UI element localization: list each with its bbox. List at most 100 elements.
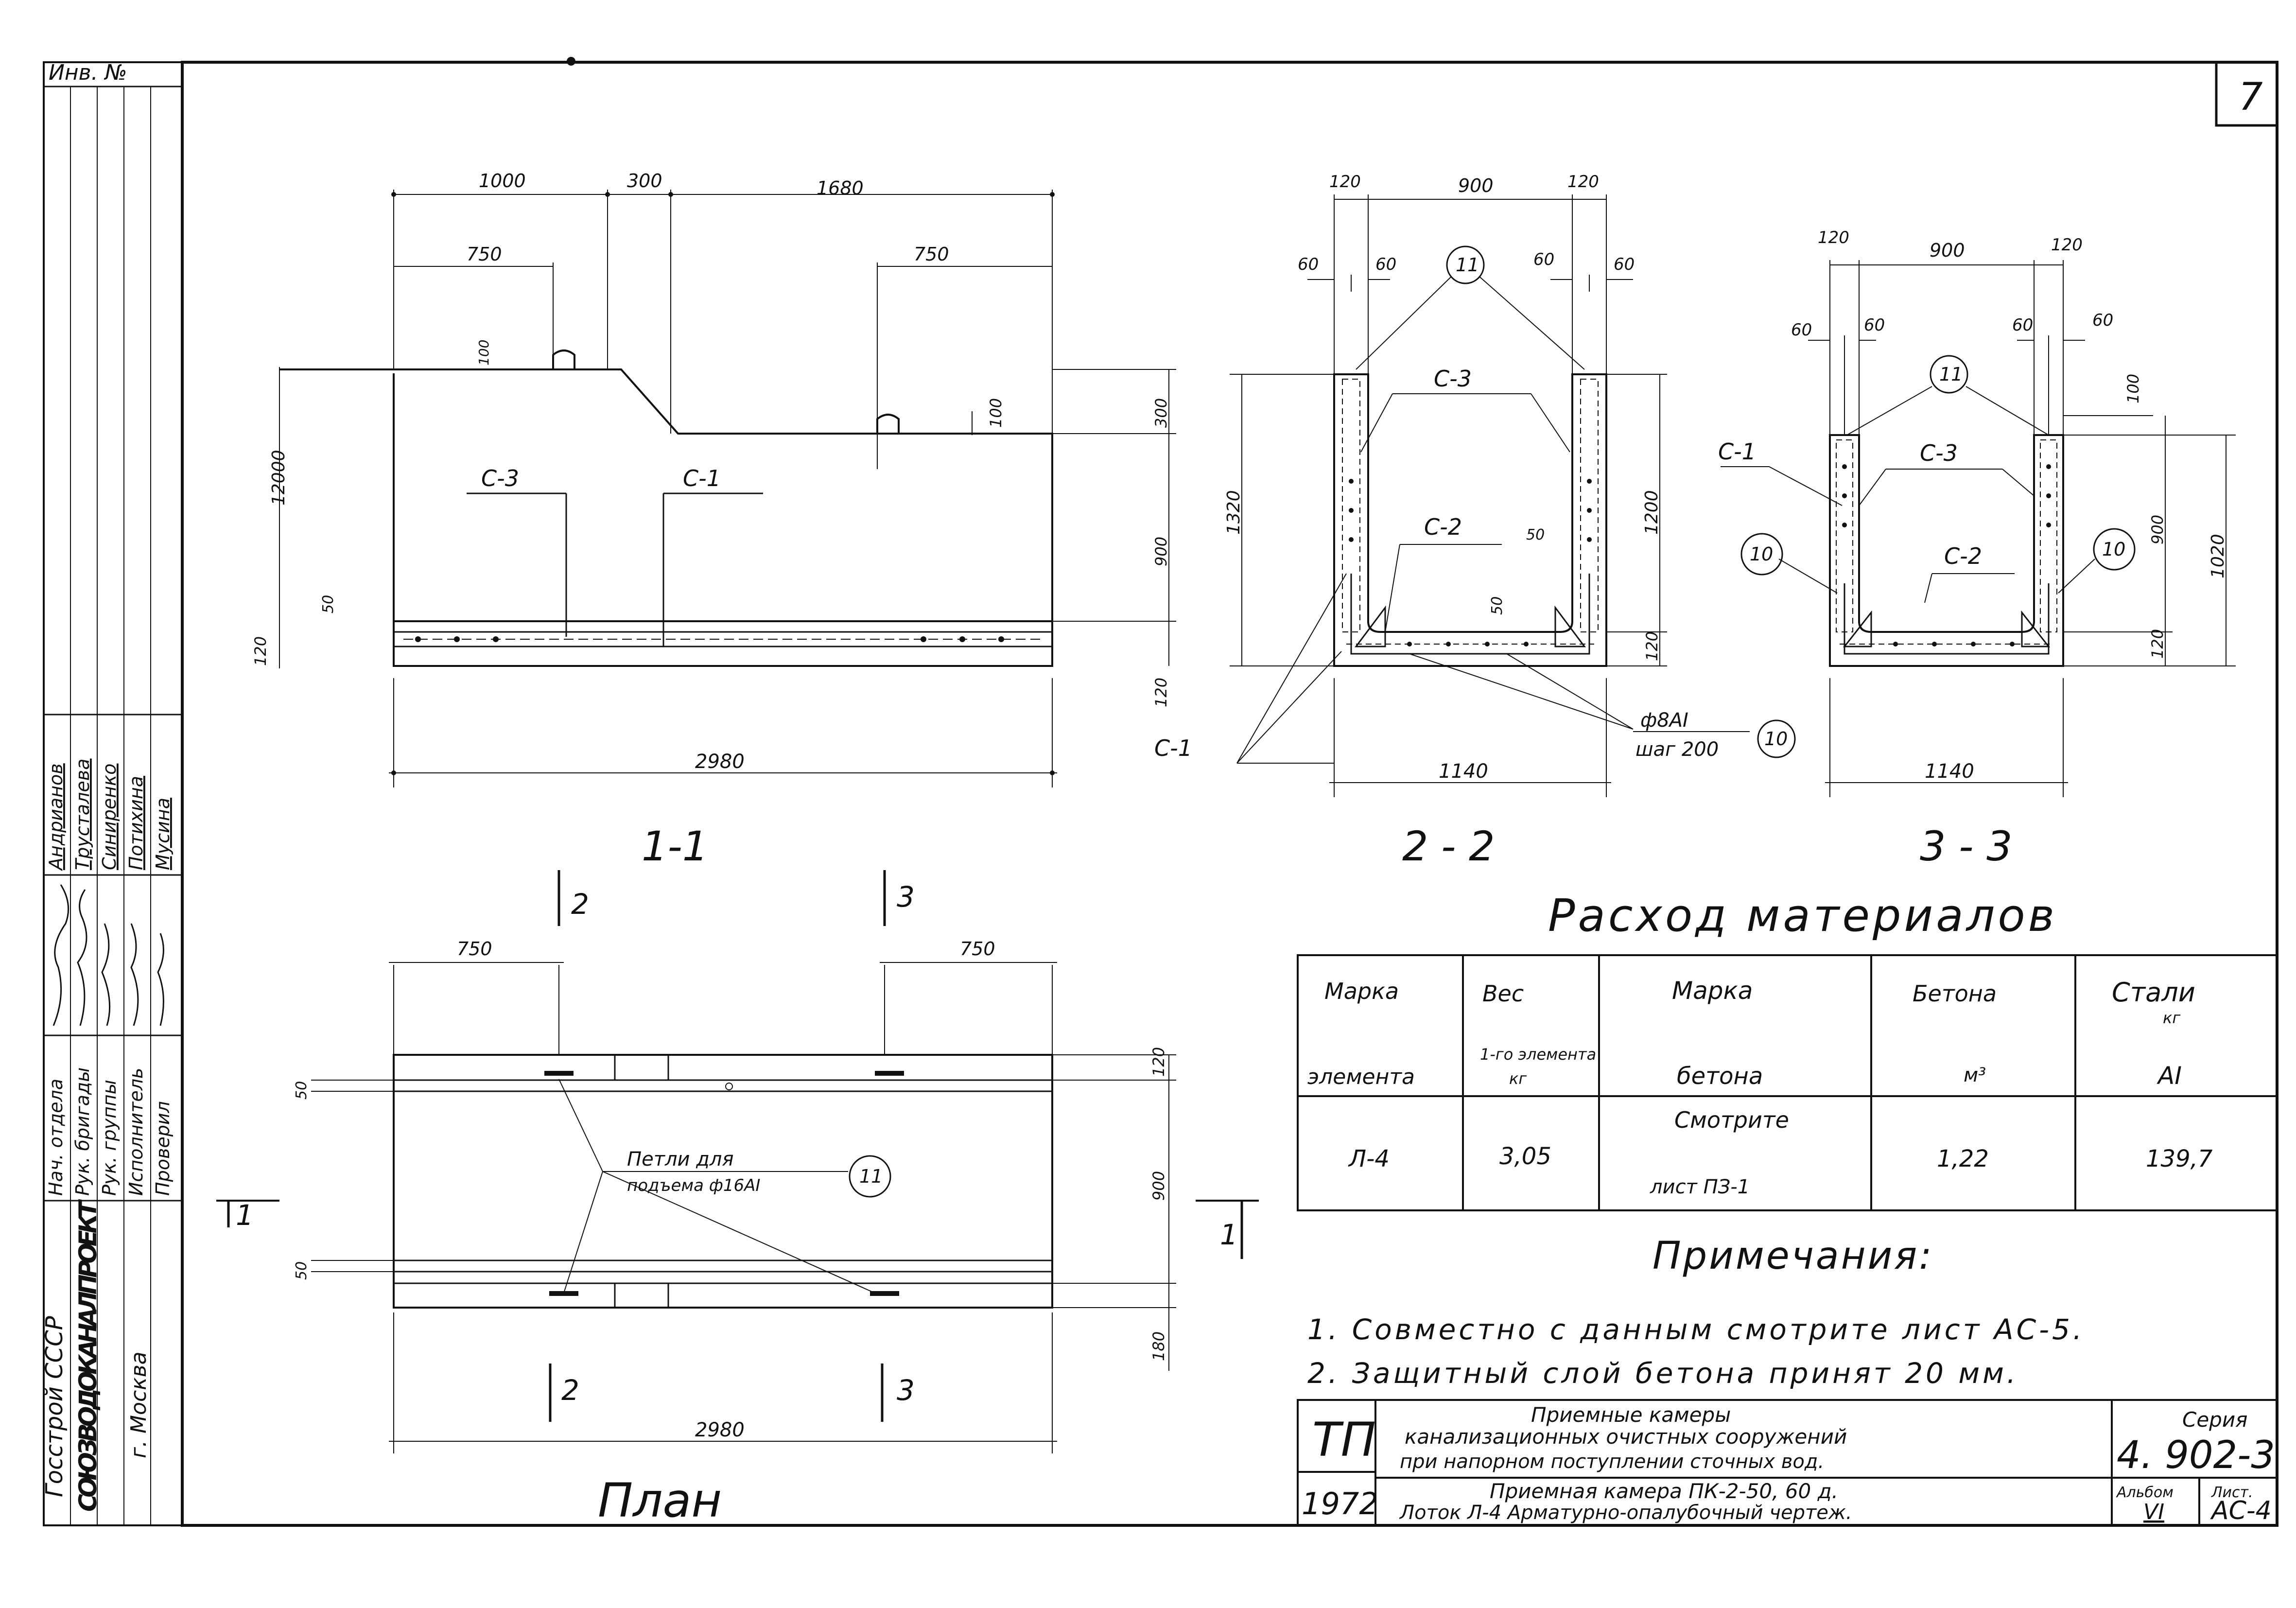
dim-120-b-s3: 120: [2051, 235, 2083, 255]
dim-120-a-s2: 120: [1329, 172, 1361, 192]
callout-11-s2-text: 11: [1456, 254, 1479, 276]
dim-750-a: 750: [467, 244, 502, 265]
dim-60-a-s3: 60: [1791, 320, 1812, 340]
label-c3-s1: C-3: [481, 465, 519, 491]
loops-note-2: подъема ф16АI: [627, 1176, 760, 1195]
section-3-3: 120 900 120 60 60 60 60 100 900 1020 120…: [1718, 228, 2236, 870]
cut-mark-2-bottom: 2: [561, 1374, 579, 1407]
plan-dim-900: 900: [1149, 1171, 1168, 1201]
plan-dim-2980: 2980: [695, 1419, 745, 1441]
dim-100-s3: 100: [2124, 374, 2142, 403]
notes: Примечания: 1. Совместно с данным смотри…: [1307, 1234, 2085, 1390]
series-label: Серия: [2182, 1408, 2247, 1432]
loops-callout-text: 11: [859, 1166, 883, 1187]
callout-10-a-s3-text: 10: [1750, 543, 1773, 565]
materials-table: Расход материалов Марка элемента Вес 1-г…: [1297, 890, 2278, 1211]
stamp-name-3: Синиренко: [99, 764, 120, 870]
loops-note-1: Петли для: [627, 1148, 734, 1171]
label-c3-s3: C-3: [1920, 440, 1958, 466]
title-desc-4: Приемная камера ПК-2-50, 60 д.: [1490, 1479, 1838, 1503]
hdr-weight-mid: 1-го элемента: [1480, 1045, 1596, 1064]
cell-grade-bottom: лист ПЗ-1: [1650, 1176, 1750, 1198]
plan-dim-750-b: 750: [960, 938, 995, 960]
cell-concrete: 1,22: [1937, 1145, 1989, 1172]
cell-grade-top: Смотрите: [1674, 1107, 1789, 1133]
stamp-role-4: Исполнитель: [125, 1068, 147, 1196]
label-c1-s1: C-1: [683, 465, 721, 491]
callout-10-b-s3-text: 10: [2102, 539, 2125, 560]
hdr-grade-bottom: бетона: [1677, 1063, 1763, 1090]
stamp-role-5: Проверил: [152, 1101, 174, 1196]
stamp-role-1: Нач. отдела: [45, 1079, 67, 1196]
note-2: 2. Защитный слой бетона принят 20 мм.: [1307, 1357, 2018, 1390]
dim-50-a-s2: 50: [1526, 526, 1545, 543]
callout-11-s3: [1930, 355, 1968, 394]
title-year: 1972: [1302, 1486, 1378, 1521]
sheet-number: 7: [2239, 75, 2263, 119]
hdr-mark-top: Марка: [1324, 978, 1399, 1004]
dim-1000: 1000: [479, 170, 526, 192]
plan-view: 750 750 120 900 180 50 50 2980 Петли для…: [216, 870, 1259, 1528]
sheet-value: АС-4: [2210, 1496, 2272, 1525]
hdr-concrete-bottom: м³: [1964, 1064, 1986, 1086]
dim-1020-s3: 1020: [2208, 534, 2228, 578]
stamp-role-2: Рук. бригады: [72, 1067, 93, 1196]
hdr-concrete-top: Бетона: [1913, 980, 1997, 1007]
plan-dim-180: 180: [1149, 1331, 1168, 1361]
title-desc-2: канализационных очистных сооружений: [1405, 1425, 1847, 1449]
cut-mark-2-top: 2: [571, 888, 589, 921]
plan-dim-120: 120: [1149, 1047, 1168, 1077]
plan-dim-50-a: 50: [293, 1081, 310, 1100]
cell-mark: Л-4: [1348, 1145, 1390, 1172]
stamp-signatures: [52, 884, 164, 1026]
cell-steel: 139,7: [2146, 1145, 2213, 1172]
dim-120-b-s2: 120: [1567, 172, 1599, 192]
dim-300: 300: [627, 170, 662, 192]
dim-120-s3: 120: [2148, 629, 2167, 659]
dim-1680: 1680: [817, 177, 864, 199]
stamp-org-3: г. Москва: [126, 1351, 151, 1458]
title-logo: ТП: [1312, 1413, 1376, 1467]
section-1-1-title: 1-1: [642, 822, 708, 870]
callout-10-b-s3: [2093, 528, 2136, 571]
hdr-weight-bottom: кг: [1509, 1069, 1527, 1088]
dim-50-b-s2: 50: [1489, 596, 1506, 615]
title-block: ТП 1972 Приемные камеры канализационных …: [1297, 1399, 2278, 1526]
dim-50-left: 50: [320, 595, 337, 613]
label-c2-s2: C-2: [1424, 514, 1462, 540]
dim-900-s2: 900: [1458, 175, 1494, 196]
dim-120-a-s3: 120: [1818, 228, 1849, 247]
dim-100-right: 100: [987, 398, 1005, 428]
label-c1-s3: C-1: [1718, 438, 1756, 465]
dim-60-d-s3: 60: [2092, 311, 2113, 330]
stamp-name-1: Андрианов: [45, 763, 67, 872]
callout-11-s3-text: 11: [1939, 364, 1963, 385]
dim-2980-s1: 2980: [695, 751, 745, 773]
materials-title: Расход материалов: [1548, 890, 2057, 942]
dim-60-b-s2: 60: [1375, 255, 1396, 274]
dim-60-d-s2: 60: [1614, 255, 1635, 274]
album-value: VI: [2143, 1500, 2164, 1524]
dim-1140-s2: 1140: [1439, 760, 1488, 783]
rebar-note-step: шаг 200: [1635, 738, 1719, 761]
stamp-name-2: Трусталева: [72, 759, 93, 870]
title-desc-3: при напорном поступлении сточных вод.: [1400, 1451, 1824, 1473]
stamp-name-4: Потихина: [125, 776, 147, 870]
hdr-weight-top: Вес: [1482, 980, 1524, 1007]
section-3-3-title: 3 - 3: [1920, 822, 2013, 870]
album-label: Альбом: [2116, 1484, 2174, 1501]
hdr-mark-bottom: элемента: [1307, 1065, 1415, 1089]
callout-10-s2: [1757, 719, 1796, 758]
hdr-grade-top: Марка: [1672, 977, 1753, 1005]
dim-60-c-s2: 60: [1533, 250, 1554, 269]
stamp-role-3: Рук. группы: [99, 1080, 120, 1196]
callout-10-s2-text: 10: [1764, 728, 1788, 750]
note-1: 1. Совместно с данным смотрите лист АС-5…: [1307, 1313, 2085, 1346]
dim-100-left: 100: [476, 340, 492, 366]
plan-title: План: [598, 1473, 722, 1528]
dim-1200: 1200: [1642, 490, 1662, 535]
rebar-note-dia: ф8АI: [1640, 709, 1688, 732]
dim-900-side-s3: 900: [2148, 515, 2167, 544]
sheet-label: Лист.: [2211, 1484, 2253, 1501]
plan-dim-750-a: 750: [457, 938, 492, 960]
